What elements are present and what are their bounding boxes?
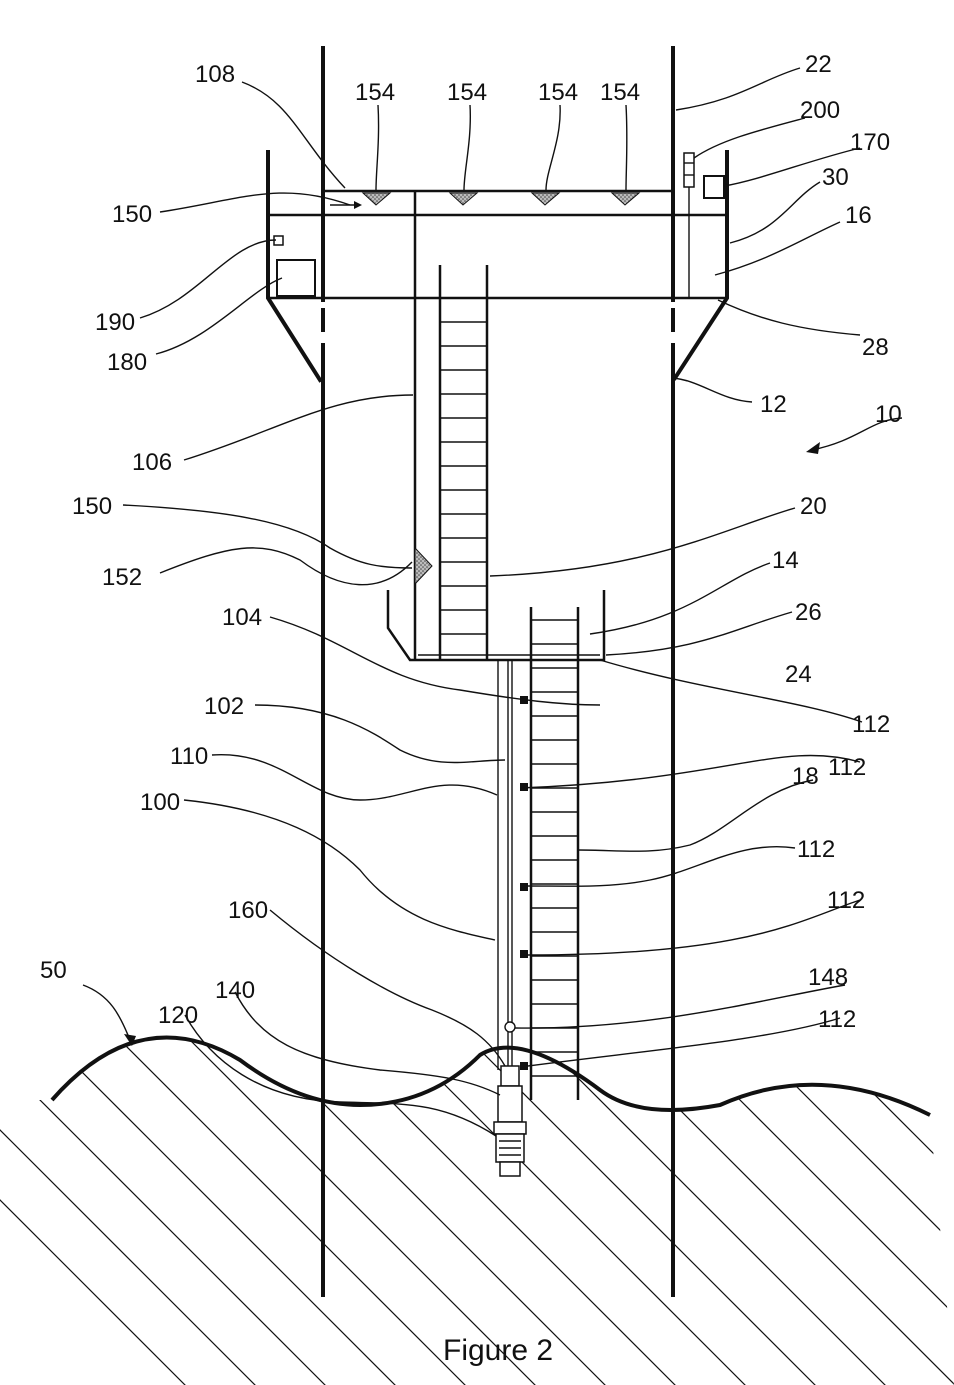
label-14: 14	[772, 547, 799, 574]
vessel-hull	[268, 152, 727, 380]
label-112: 112	[797, 836, 835, 863]
label-154: 154	[538, 79, 578, 106]
label-112: 112	[828, 754, 866, 781]
label-24: 24	[785, 661, 812, 688]
label-110: 110	[170, 743, 208, 770]
label-108: 108	[195, 61, 235, 88]
label-104: 104	[222, 604, 262, 631]
label-112: 112	[827, 887, 865, 914]
label-120: 120	[158, 1002, 198, 1029]
label-102: 102	[204, 693, 244, 720]
label-112: 112	[852, 711, 890, 738]
box-180	[277, 260, 315, 296]
label-106: 106	[132, 449, 172, 476]
lower-frame	[388, 548, 604, 660]
ladder-lower	[531, 607, 578, 1100]
label-10: 10	[875, 401, 902, 428]
label-140: 140	[215, 977, 255, 1004]
ladder-upper	[440, 265, 487, 660]
sensor-200	[684, 153, 694, 298]
label-30: 30	[822, 164, 849, 191]
figure-caption: Figure 2	[443, 1334, 553, 1367]
label-16: 16	[845, 202, 872, 229]
label-154: 154	[355, 79, 395, 106]
label-150: 150	[72, 493, 112, 520]
label-100: 100	[140, 789, 180, 816]
label-190: 190	[95, 309, 135, 336]
label-18: 18	[792, 763, 819, 790]
label-50: 50	[40, 957, 67, 984]
umbilical	[498, 660, 528, 1070]
label-152: 152	[102, 564, 142, 591]
label-150: 150	[112, 201, 152, 228]
label-160: 160	[228, 897, 268, 924]
label-112: 112	[818, 1006, 856, 1033]
deck	[323, 191, 673, 660]
label-154: 154	[600, 79, 640, 106]
leader-lines	[123, 68, 862, 1136]
label-22: 22	[805, 51, 832, 78]
label-180: 180	[107, 349, 147, 376]
label-154: 154	[447, 79, 487, 106]
label-20: 20	[800, 493, 827, 520]
drilling-tool	[494, 1066, 526, 1176]
label-12: 12	[760, 391, 787, 418]
box-170	[704, 176, 724, 198]
label-170: 170	[850, 129, 890, 156]
label-26: 26	[795, 599, 822, 626]
label-200: 200	[800, 97, 840, 124]
label-148: 148	[808, 964, 848, 991]
label-28: 28	[862, 334, 889, 361]
